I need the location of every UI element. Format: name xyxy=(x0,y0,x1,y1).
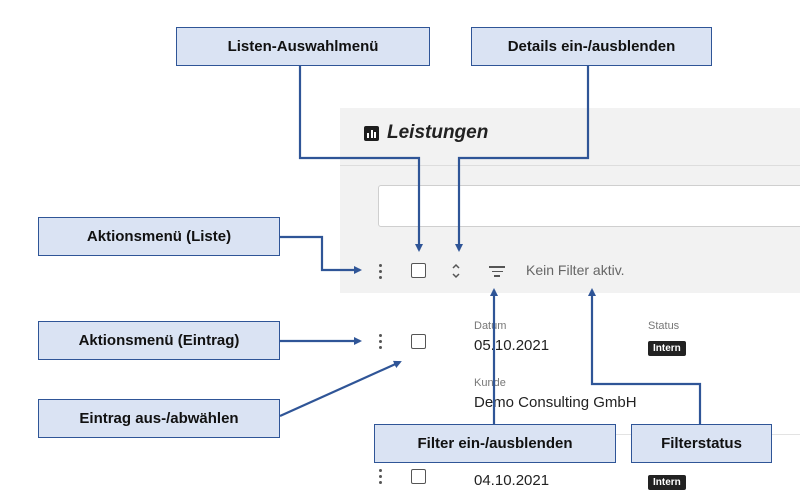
customer-value: Demo Consulting GmbH xyxy=(474,394,637,411)
page-title: Leistungen xyxy=(364,122,488,144)
entry-action-menu-icon[interactable] xyxy=(377,469,383,484)
status-label: Status xyxy=(648,320,680,332)
date-value: 05.10.2021 xyxy=(474,337,550,354)
status-badge: Intern xyxy=(648,475,686,490)
callout-action-menu-list: Aktionsmenü (Liste) xyxy=(38,217,280,256)
expand-collapse-icon[interactable] xyxy=(451,262,461,280)
callout-entry-select: Eintrag aus-/abwählen xyxy=(38,399,280,438)
status-badge: Intern xyxy=(648,341,686,356)
callout-list-select-menu: Listen-Auswahlmenü xyxy=(176,27,430,66)
bar-chart-icon xyxy=(364,125,379,141)
entry-checkbox[interactable] xyxy=(411,469,426,484)
callout-action-menu-entry: Aktionsmenü (Eintrag) xyxy=(38,321,280,360)
page-title-text: Leistungen xyxy=(387,122,489,143)
entry-divider xyxy=(460,434,800,435)
entry-action-menu-icon[interactable] xyxy=(377,334,383,349)
entry-checkbox[interactable] xyxy=(411,334,426,349)
callout-filter-status: Filterstatus xyxy=(631,424,772,463)
divider xyxy=(340,165,800,166)
select-all-checkbox[interactable] xyxy=(411,263,426,278)
list-toolbar: Kein Filter aktiv. xyxy=(340,253,800,289)
date-label: Datum xyxy=(474,320,507,332)
customer-label: Kunde xyxy=(474,377,506,389)
callout-filter-toggle: Filter ein-/ausblenden xyxy=(374,424,616,463)
callout-details-toggle: Details ein-/ausblenden xyxy=(471,27,712,66)
search-input[interactable] xyxy=(378,185,800,227)
filter-icon[interactable] xyxy=(488,266,506,280)
list-action-menu-icon[interactable] xyxy=(377,264,383,279)
filter-status-text: Kein Filter aktiv. xyxy=(526,262,625,278)
date-value: 04.10.2021 xyxy=(474,472,550,489)
